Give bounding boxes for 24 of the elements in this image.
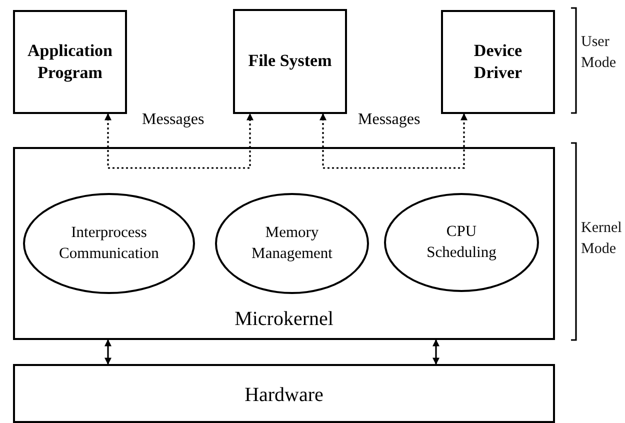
edge-label: Messages — [356, 111, 422, 129]
node-label: CPU Scheduling — [426, 222, 498, 262]
service-ellipse — [384, 193, 539, 292]
process-box — [13, 10, 127, 114]
node-label: Application Program — [26, 40, 114, 84]
double-arrow — [104, 339, 112, 365]
kernel-box — [13, 147, 555, 340]
process-box — [233, 9, 347, 114]
edge-label: Messages — [140, 111, 206, 129]
node-label: File System — [248, 50, 332, 72]
node-label: Device Driver — [472, 40, 524, 84]
node-label: Interprocess Communication — [58, 223, 160, 264]
node-label: Memory Management — [250, 223, 334, 264]
message-arrow — [320, 113, 468, 169]
node-label: Hardware — [244, 383, 324, 408]
hardware-box — [13, 364, 555, 423]
process-box — [441, 10, 555, 114]
mode-label: User Mode — [581, 33, 617, 73]
node-label: Microkernel — [234, 307, 334, 332]
service-ellipse — [23, 193, 195, 294]
message-arrow — [104, 113, 254, 169]
service-ellipse — [215, 193, 369, 294]
mode-label: Kernel Mode — [581, 219, 623, 259]
double-arrow — [432, 339, 440, 365]
